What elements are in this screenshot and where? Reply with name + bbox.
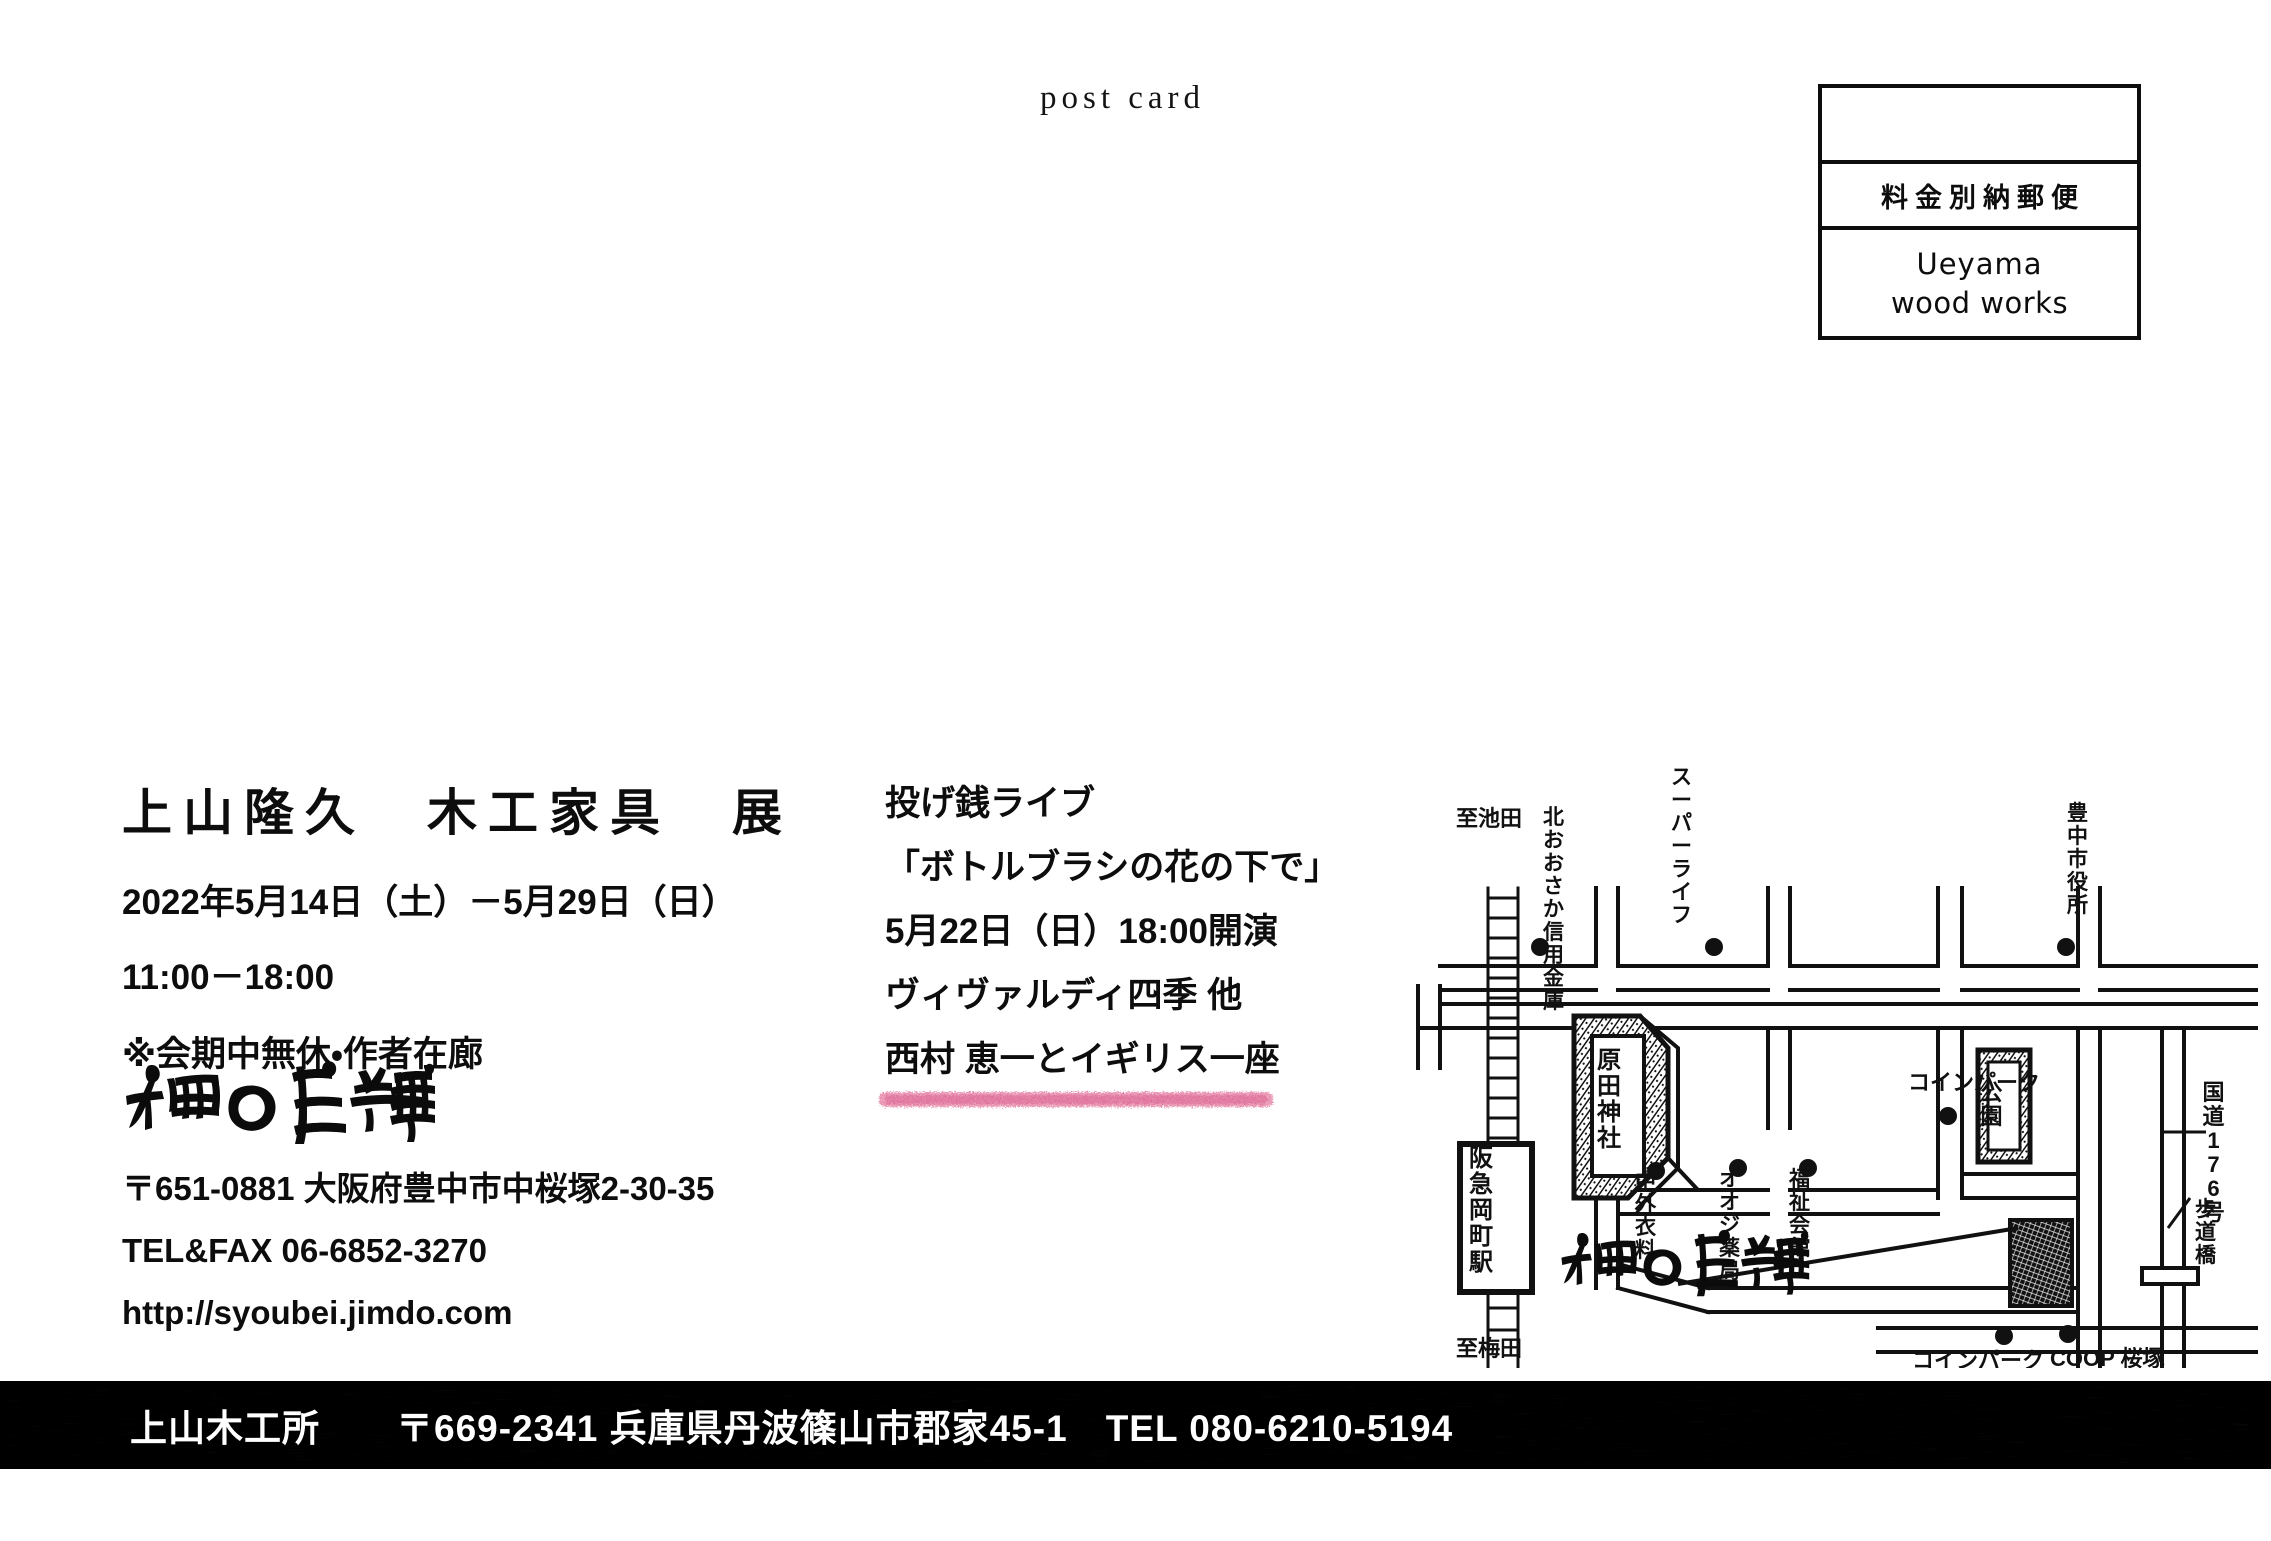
map-label-to-umeda: 至梅田	[1456, 1336, 1522, 1361]
live-event-title: 「ボトルブラシの花の下で」	[885, 848, 1340, 887]
post-card-caption: post card	[1040, 80, 1206, 116]
live-event-program: ヴィヴァルディ四季 他	[885, 976, 1243, 1015]
postage-frank-box: 料金別納郵便 Ueyama wood works	[1818, 84, 2141, 340]
location-map: 至池田 至梅田 コインパーク コインパーク COOP 桜塚 北おおさか信用金庫 …	[1378, 728, 2258, 1368]
banner-bottom-edge	[0, 1463, 2271, 1469]
postage-box-middle-segment: 料金別納郵便	[1822, 164, 2137, 230]
exhibition-info-block: 上山隆久 木工家具 展 2022年5月14日（土）－5月29日（日） 11:00…	[122, 786, 822, 1077]
banner-top-edge	[0, 1381, 2271, 1386]
banner-noise-texture	[0, 1381, 2271, 1469]
map-label-coin-park-lower: コインパーク	[1912, 1348, 2044, 1368]
gallery-brush-logo-icon	[118, 1052, 436, 1148]
live-event-block: 投げ銭ライブ 「ボトルブラシの花の下で」 5月22日（日）18:00開演 ヴィヴ…	[878, 784, 1355, 1107]
workshop-contact-text: 上山木工所 〒669-2341 兵庫県丹波篠山市郡家45-1 TEL 080-6…	[130, 1408, 1454, 1449]
map-label-kita-osaka-shinkin: 北おおさか信用金庫	[1542, 806, 1565, 1013]
pink-marker-highlight	[878, 1092, 1274, 1107]
map-label-pedestrian-bridge: 歩道橋	[2195, 1198, 2217, 1267]
map-label-toyonaka-city-hall: 豊中市役所	[2066, 801, 2089, 917]
postage-box-top-segment	[1822, 88, 2137, 164]
brand-name-line-2: wood works	[1890, 285, 2069, 320]
live-event-heading: 投げ銭ライブ	[885, 784, 1096, 823]
map-label-coin-park-upper: コインパーク	[1908, 1070, 2040, 1095]
map-label-okamachi-station: 阪急岡町駅	[1469, 1145, 1495, 1276]
gallery-telephone: TEL&FAX 06-6852-3270	[122, 1232, 488, 1269]
gallery-address: 〒651-0881 大阪府豊中市中桜塚2-30-35	[122, 1170, 715, 1207]
map-gallery-brush-logo-icon	[1555, 1222, 1810, 1300]
map-label-ooji-pharmacy: オオジ薬局	[1719, 1168, 1741, 1283]
brand-name-line-1: Ueyama	[1916, 246, 2043, 281]
exhibition-hours: 11:00－18:00	[122, 958, 335, 997]
live-event-performer: 西村 恵一とイギリス一座	[885, 1040, 1280, 1079]
bottom-workshop-banner: 上山木工所 〒669-2341 兵庫県丹波篠山市郡家45-1 TEL 080-6…	[0, 1381, 2271, 1469]
contact-info-block: 〒651-0881 大阪府豊中市中桜塚2-30-35 TEL&FAX 06-68…	[122, 1172, 882, 1329]
map-label-park: 公園	[1980, 1080, 2003, 1129]
postage-paid-label: 料金別納郵便	[1881, 182, 2085, 213]
gallery-website-url[interactable]: http://syoubei.jimdo.com	[122, 1294, 513, 1331]
map-label-coop-sakurazuka: COOP 桜塚	[2050, 1346, 2166, 1368]
exhibition-dates: 2022年5月14日（土）－5月29日（日）	[122, 883, 737, 922]
live-performer-wrapper: 西村 恵一とイギリス一座	[878, 1040, 1280, 1107]
map-label-to-ikeda: 至池田	[1456, 806, 1522, 831]
live-event-datetime: 5月22日（日）18:00開演	[885, 912, 1278, 951]
map-label-harada-shrine: 原田神社	[1596, 1047, 1623, 1152]
exhibition-title: 上山隆久 木工家具 展	[122, 785, 793, 841]
postage-box-brand-segment: Ueyama wood works	[1822, 230, 2137, 336]
map-label-chugai-iryo: 中外衣料	[1634, 1170, 1657, 1262]
map-label-super-life: スーパーライフ	[1671, 766, 1693, 927]
